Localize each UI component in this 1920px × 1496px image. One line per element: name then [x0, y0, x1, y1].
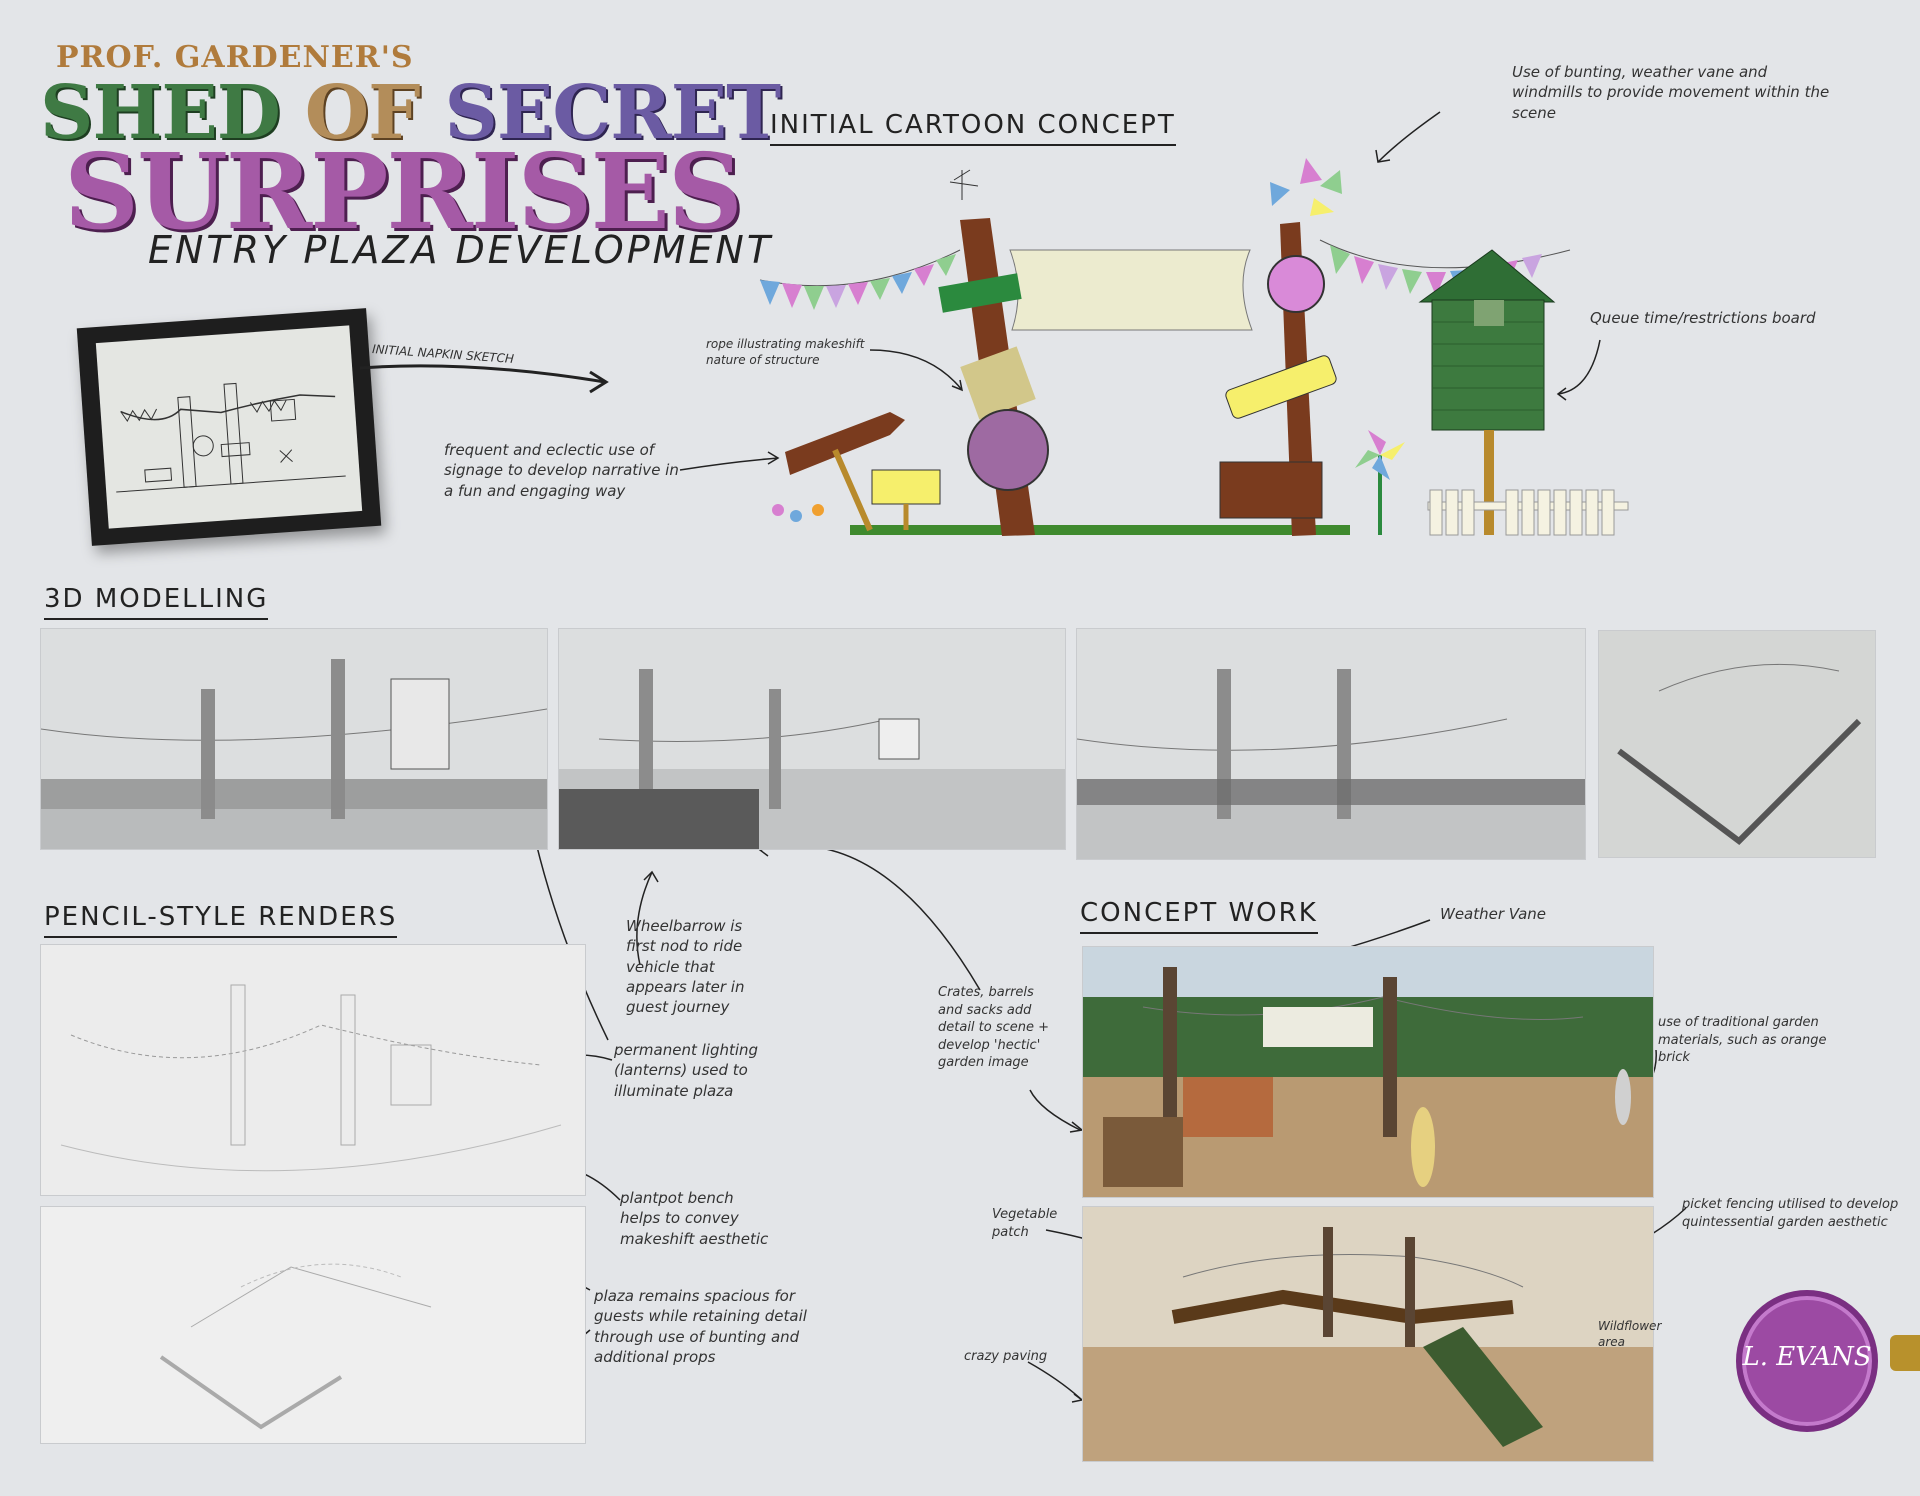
- pencil-render-2: [40, 1206, 586, 1444]
- title-shed-of-secret: SHED OF SECRET: [40, 70, 781, 156]
- note-wildflower-area: Wildflower area: [1598, 1319, 1662, 1350]
- bunting-left: [759, 249, 961, 310]
- left-pole-signs: [938, 169, 1049, 536]
- heading-pencil-style-renders: PENCIL-STYLE RENDERS: [44, 902, 398, 938]
- note-wheelbarrow: Wheelbarrow is first nod to ride vehicle…: [626, 917, 745, 1016]
- napkin-sketch-drawing: [116, 382, 346, 493]
- heading-initial-cartoon-concept: INITIAL CARTOON CONCEPT: [770, 110, 1176, 146]
- page-subtitle: ENTRY PLAZA DEVELOPMENT: [148, 228, 774, 272]
- grass-strip: [850, 525, 1350, 535]
- note-traditional-materials: use of traditional garden materials, suc…: [1658, 1015, 1827, 1066]
- queue-board-shed: [1418, 249, 1556, 535]
- render-3d-view-2: [558, 628, 1066, 850]
- note-signage: frequent and eclectic use of signage to …: [444, 441, 679, 500]
- note-weather-vane: Weather Vane: [1440, 905, 1547, 923]
- small-windmill: [1355, 430, 1405, 535]
- render-3d-view-1: [40, 628, 548, 850]
- note-queue-board: Queue time/restrictions board: [1590, 309, 1816, 327]
- title-prof: PROF. GARDENER'S: [56, 40, 414, 75]
- note-picket-fencing: picket fencing utilised to develop quint…: [1682, 1197, 1899, 1230]
- signature-badge: L. EVANS: [1736, 1290, 1878, 1432]
- heading-concept-work: CONCEPT WORK: [1080, 898, 1318, 934]
- title-surprises: SURPRISES: [64, 130, 743, 253]
- picket-fence: [1427, 489, 1629, 536]
- note-crates-barrels: Crates, barrels and sacks add detail to …: [938, 985, 1050, 1071]
- badge-handle: [1890, 1335, 1920, 1371]
- note-bunting: Use of bunting, weather vane and windmil…: [1512, 63, 1830, 122]
- note-spacious-plaza: plaza remains spacious for guests while …: [594, 1287, 807, 1366]
- note-rope: rope illustrating makeshift nature of st…: [706, 337, 865, 368]
- title-of-word: OF: [304, 70, 421, 156]
- signature-text: L. EVANS: [1742, 1342, 1872, 1372]
- concept-painting-1: [1082, 946, 1654, 1198]
- heading-3d-modelling: 3D MODELLING: [44, 584, 269, 620]
- napkin-sketch-paper: [95, 325, 363, 529]
- note-lighting: permanent lighting (lanterns) used to il…: [614, 1041, 759, 1100]
- title-shed-word: SHED: [40, 70, 281, 156]
- arrow-sign: [785, 412, 905, 532]
- pencil-render-1: [40, 944, 586, 1196]
- concept-painting-2: [1082, 1206, 1654, 1462]
- banner: [1009, 249, 1253, 331]
- title-secret-word: SECRET: [444, 70, 781, 156]
- render-3d-view-3: [1076, 628, 1586, 860]
- render-3d-view-4: [1598, 630, 1876, 858]
- note-plantpot-bench: plantpot bench helps to convey makeshift…: [620, 1189, 769, 1248]
- note-vegetable-patch: Vegetable patch: [992, 1207, 1058, 1240]
- note-crazy-paving: crazy paving: [964, 1349, 1048, 1364]
- napkin-sketch-photo: [76, 308, 382, 546]
- flowers: [772, 504, 824, 522]
- right-pole-signs: [1219, 158, 1342, 536]
- yellow-sign: [871, 469, 941, 530]
- cartoon-concept-illustration: [759, 158, 1629, 536]
